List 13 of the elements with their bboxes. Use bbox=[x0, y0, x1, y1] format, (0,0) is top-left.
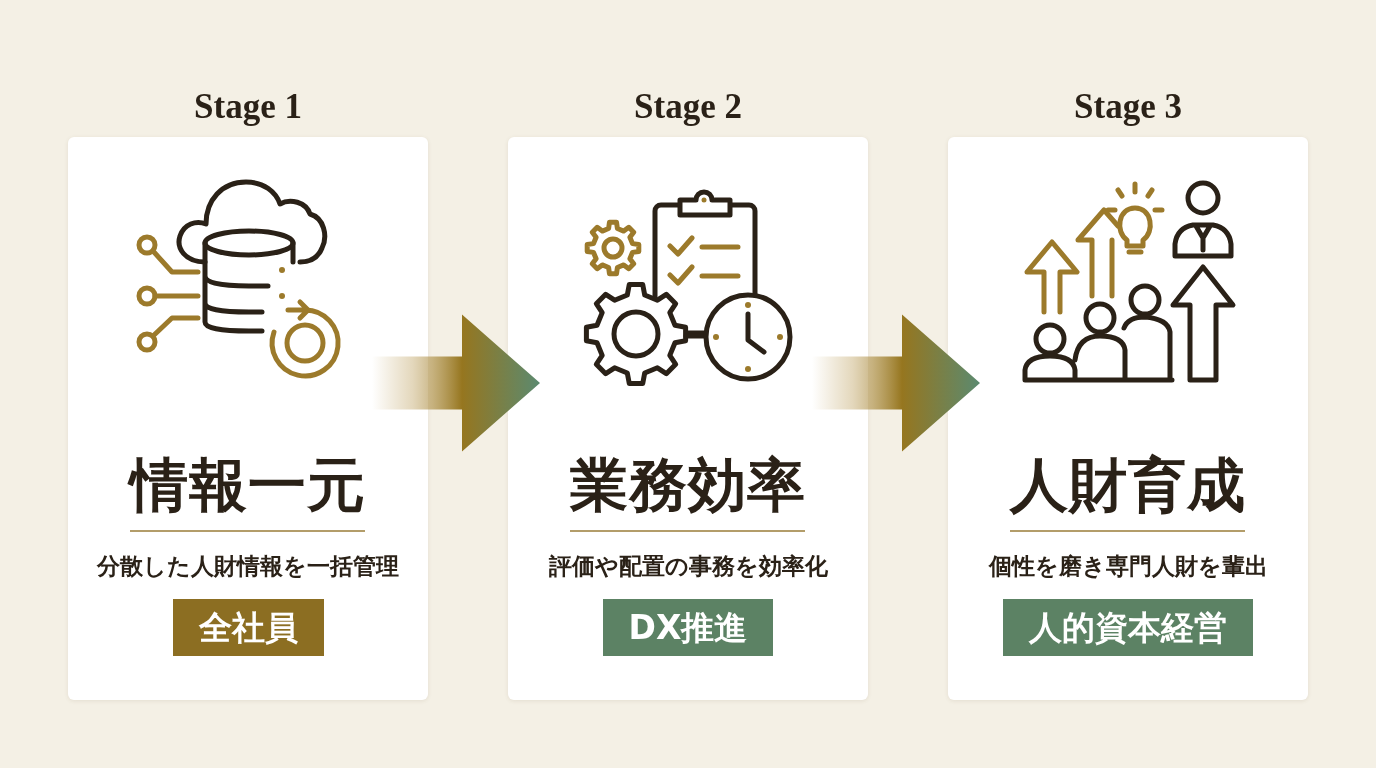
label-badge: 全社員 bbox=[172, 599, 324, 656]
arrow bbox=[812, 314, 980, 452]
label-badge: 人的資本経営 bbox=[1003, 599, 1253, 656]
description-text: 個性を磨き専門人財を輩出 bbox=[988, 552, 1268, 581]
arrow bbox=[372, 314, 540, 452]
stage-title: 業務効率 bbox=[570, 450, 806, 520]
stage-heading: Stage 2 bbox=[634, 86, 742, 128]
label-badge: DX推進 bbox=[602, 599, 774, 656]
stage-heading: Stage 1 bbox=[194, 86, 302, 128]
stage-heading: Stage 3 bbox=[1074, 86, 1182, 128]
description-text: 評価や配置の事務を効率化 bbox=[548, 552, 828, 581]
stage-title: 人財育成 bbox=[1010, 450, 1246, 520]
description-text: 分散した人財情報を一括管理 bbox=[97, 552, 399, 581]
